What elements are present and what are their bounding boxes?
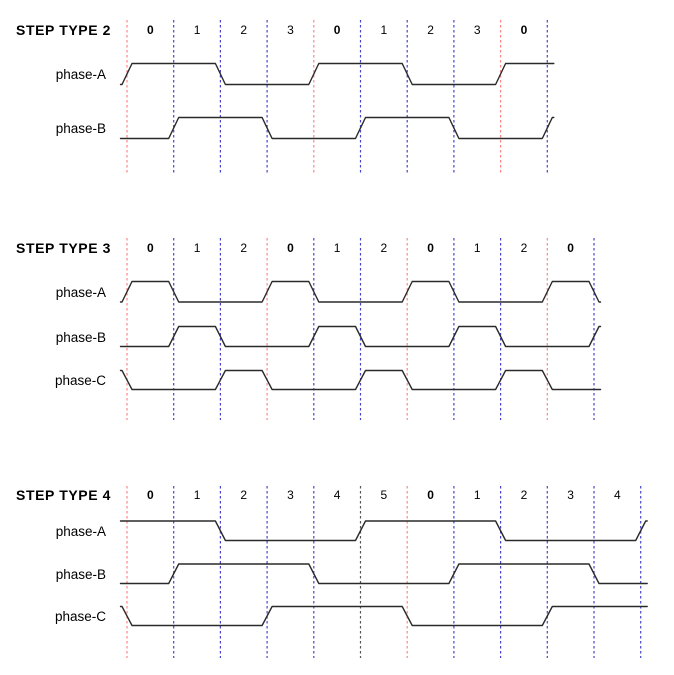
phase-label-phase-B: phase-B <box>55 121 106 136</box>
step-label: 2 <box>520 241 528 255</box>
section-group-1 <box>119 20 555 173</box>
step-label: 2 <box>427 23 434 37</box>
phase-label-phase-A: phase-A <box>55 284 106 300</box>
section-3-title: STEP TYPE 4 <box>16 487 112 503</box>
step-label: 0 <box>147 241 154 255</box>
step-label: 1 <box>333 241 341 255</box>
phase-label-phase-B: phase-B <box>55 566 106 582</box>
step-label: 3 <box>287 23 294 37</box>
step-label: 3 <box>287 488 294 502</box>
step-label: 1 <box>193 23 201 37</box>
step-label: 0 <box>567 241 574 255</box>
waveform-phase-A <box>119 520 648 542</box>
step-label: 1 <box>193 488 201 502</box>
waveform-phase-B <box>119 563 648 585</box>
phase-label-phase-C: phase-C <box>54 609 106 624</box>
waveform-phase-B <box>119 116 555 140</box>
phase-label-phase-A: phase-A <box>55 67 106 82</box>
section-1-title: STEP TYPE 2 <box>16 22 112 38</box>
waveform-phase-A <box>119 280 602 303</box>
step-label: 0 <box>147 488 154 502</box>
step-label: 2 <box>240 23 248 37</box>
step-label: 0 <box>287 241 294 255</box>
step-label: 4 <box>333 488 341 502</box>
phase-label-phase-A: phase-A <box>55 523 106 539</box>
waveform-phase-C <box>119 605 648 627</box>
step-label: 3 <box>473 23 481 37</box>
step-label: 0 <box>520 23 528 37</box>
step-label: 3 <box>567 488 574 502</box>
waveform-phase-A <box>119 62 555 86</box>
step-label: 2 <box>520 488 528 502</box>
step-label: 2 <box>380 241 388 255</box>
phase-label-phase-B: phase-B <box>55 329 106 345</box>
step-label: 1 <box>473 488 481 502</box>
section-group-2 <box>119 238 602 420</box>
step-label: 0 <box>333 23 341 37</box>
step-label: 0 <box>147 23 154 37</box>
step-label: 1 <box>473 241 481 255</box>
step-label: 2 <box>240 241 248 255</box>
section-2-title: STEP TYPE 3 <box>16 240 112 256</box>
step-label: 4 <box>614 488 621 502</box>
step-label: 2 <box>240 488 248 502</box>
waveform-phase-B <box>119 325 602 348</box>
step-label: 1 <box>380 23 388 37</box>
phase-label-phase-C: phase-C <box>54 373 106 388</box>
step-label: 5 <box>380 488 388 502</box>
section-group-3 <box>119 486 648 658</box>
step-label: 0 <box>427 241 434 255</box>
step-label: 1 <box>193 241 201 255</box>
waveform-phase-C <box>119 369 602 391</box>
step-label: 0 <box>427 488 434 502</box>
